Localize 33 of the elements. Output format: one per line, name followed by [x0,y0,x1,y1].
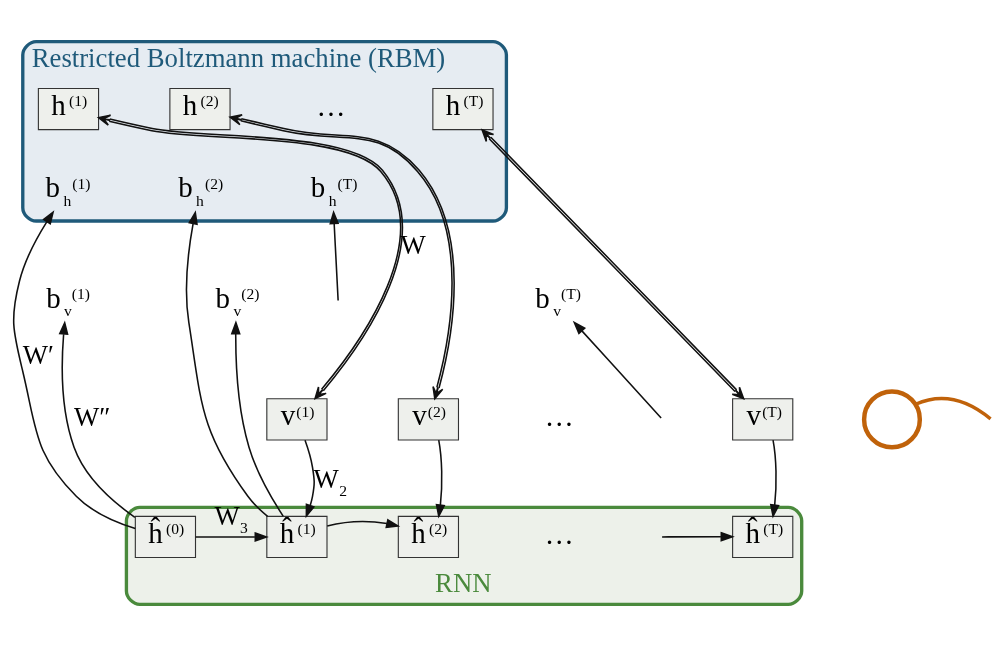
arrow [328,209,339,301]
arrow [660,531,735,542]
arrow [572,320,662,419]
connector [914,396,992,420]
node-box: h$^{(1)}$ [37,87,99,130]
arrow [228,113,455,399]
arrow [480,128,744,399]
node-box: h$^{(2)}$ [168,87,231,130]
edge-label: W$_{3}$ [213,500,248,536]
label: … [315,89,345,122]
arrow [97,114,403,399]
node-box: ĥ$^{(0)}$ [134,515,196,558]
edge-label: W″ [73,401,110,432]
node-box: ĥ$^{(T)}$ [731,515,793,558]
label: … [544,517,574,550]
arrow [303,438,315,518]
arrow [435,438,445,518]
node-box: v$^{(2)}$ [397,397,459,441]
node-box: ĥ$^{(1)}$ [265,515,328,558]
arrow [58,319,136,518]
arrow [194,531,269,542]
node-box: ĥ$^{(2)}$ [397,515,459,558]
label: … [544,399,574,432]
node-box: h$^{(T)}$ [431,87,494,130]
node-box: v$^{(1)}$ [265,397,328,441]
arrow [230,319,284,517]
edge-label: W′ [22,339,54,370]
arrow [185,209,268,517]
arrow [12,209,136,529]
arrow [325,518,400,528]
arrow [769,438,780,518]
node-circle [861,388,922,449]
node-box: v$^{(T)}$ [731,397,793,441]
